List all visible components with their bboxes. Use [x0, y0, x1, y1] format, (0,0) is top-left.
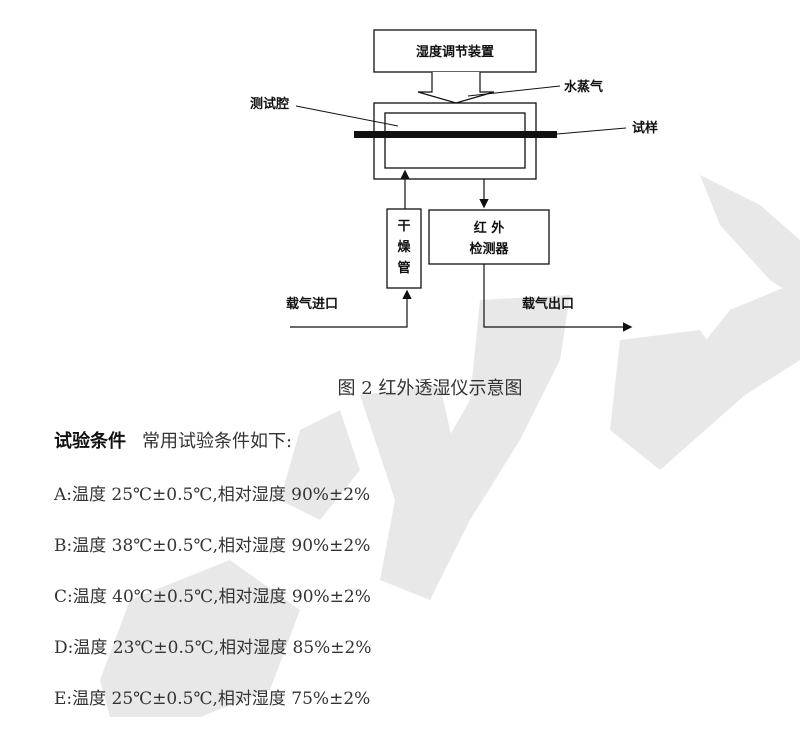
condition-item-e: E:温度 25℃±0.5℃,相对湿度 75%±2%: [54, 689, 371, 709]
carrier-outlet-line: [483, 264, 633, 332]
watermark-graphic: [100, 175, 800, 717]
carrier-inlet-line: [290, 289, 412, 328]
test-chamber-label: 测试腔: [250, 96, 289, 112]
infrared-permeation-diagram: 湿度调节装置 水蒸气 测试腔 试样 干 燥 管 载气进口 红 外 检测器 载气出…: [250, 29, 658, 332]
test-chamber-inner: [384, 112, 526, 169]
test-conditions-intro: 常用试验条件如下:: [142, 431, 293, 452]
ir-detector-label-1: 红 外: [474, 220, 505, 236]
sample-label: 试样: [632, 120, 658, 136]
test-conditions-heading: 试验条件常用试验条件如下:: [54, 427, 292, 453]
carrier-inlet-label: 载气进口: [286, 296, 338, 312]
carrier-outlet-label: 载气出口: [522, 296, 574, 312]
condition-item-d: D:温度 23℃±0.5℃,相对湿度 85%±2%: [54, 638, 372, 658]
drying-tube-char-1: 干: [397, 219, 410, 234]
water-vapor-label: 水蒸气: [564, 79, 603, 95]
figure-caption: 图 2 红外透湿仪示意图: [337, 378, 523, 399]
ir-detector-label-2: 检测器: [469, 241, 509, 257]
sample-bar: [354, 131, 557, 138]
condition-item-a: A:温度 25℃±0.5℃,相对湿度 90%±2%: [54, 485, 371, 505]
drying-tube-box: [386, 208, 422, 289]
drying-tube-char-3: 管: [397, 260, 410, 276]
vapor-flow-arrow: [417, 72, 495, 104]
condition-item-c: C:温度 40℃±0.5℃,相对湿度 90%±2%: [54, 587, 371, 607]
humidity-device-label: 湿度调节装置: [416, 44, 494, 60]
condition-item-b: B:温度 38℃±0.5℃,相对湿度 90%±2%: [54, 536, 371, 556]
test-conditions-title: 试验条件: [54, 431, 126, 452]
condition-list: A:温度 25℃±0.5℃,相对湿度 90%±2% B:温度 38℃±0.5℃,…: [54, 480, 372, 735]
drying-tube-char-2: 燥: [397, 239, 411, 255]
ir-detector-box: [428, 209, 550, 265]
